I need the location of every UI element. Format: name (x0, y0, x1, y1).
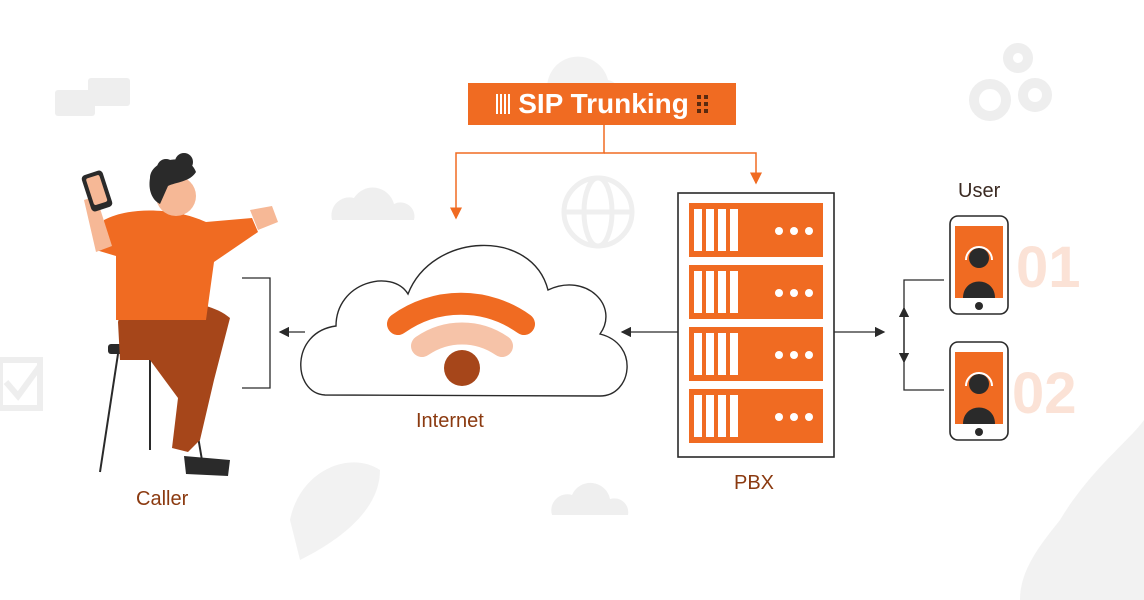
internet-label: Internet (416, 410, 484, 432)
users-bracket (903, 279, 944, 391)
sip-to-internet-arrow (450, 125, 605, 220)
gear-icon (969, 43, 1052, 121)
cloud-icon (331, 187, 415, 220)
pbx-label: PBX (734, 472, 775, 494)
globe-icon (561, 175, 635, 249)
user-number-01: 01 (1016, 235, 1081, 300)
leaf-icon (1020, 420, 1144, 600)
user-number-02: 02 (1012, 361, 1077, 426)
internet-cloud (300, 244, 628, 397)
caller-illustration (81, 153, 278, 476)
caller-bracket (242, 277, 271, 389)
checkbox-icon (0, 357, 43, 411)
phone-icon (949, 341, 1009, 441)
wifi-icon (387, 292, 535, 386)
user-label: User (958, 180, 1001, 202)
headset-user-icon (963, 372, 995, 424)
headset-user-icon (963, 246, 995, 298)
sip-trunking-label: SIP Trunking (518, 88, 689, 119)
cloud-icon (551, 482, 629, 515)
server-icon (677, 192, 835, 458)
barcode-icon (496, 94, 511, 114)
sip-to-pbx-arrow (604, 152, 762, 185)
leaf-icon (290, 462, 380, 560)
sip-trunking-title: SIP Trunking (468, 83, 736, 125)
caller-label: Caller (136, 488, 189, 510)
phone-icon (949, 215, 1009, 315)
chat-icon (55, 78, 130, 116)
grip-dots-icon (696, 95, 708, 113)
